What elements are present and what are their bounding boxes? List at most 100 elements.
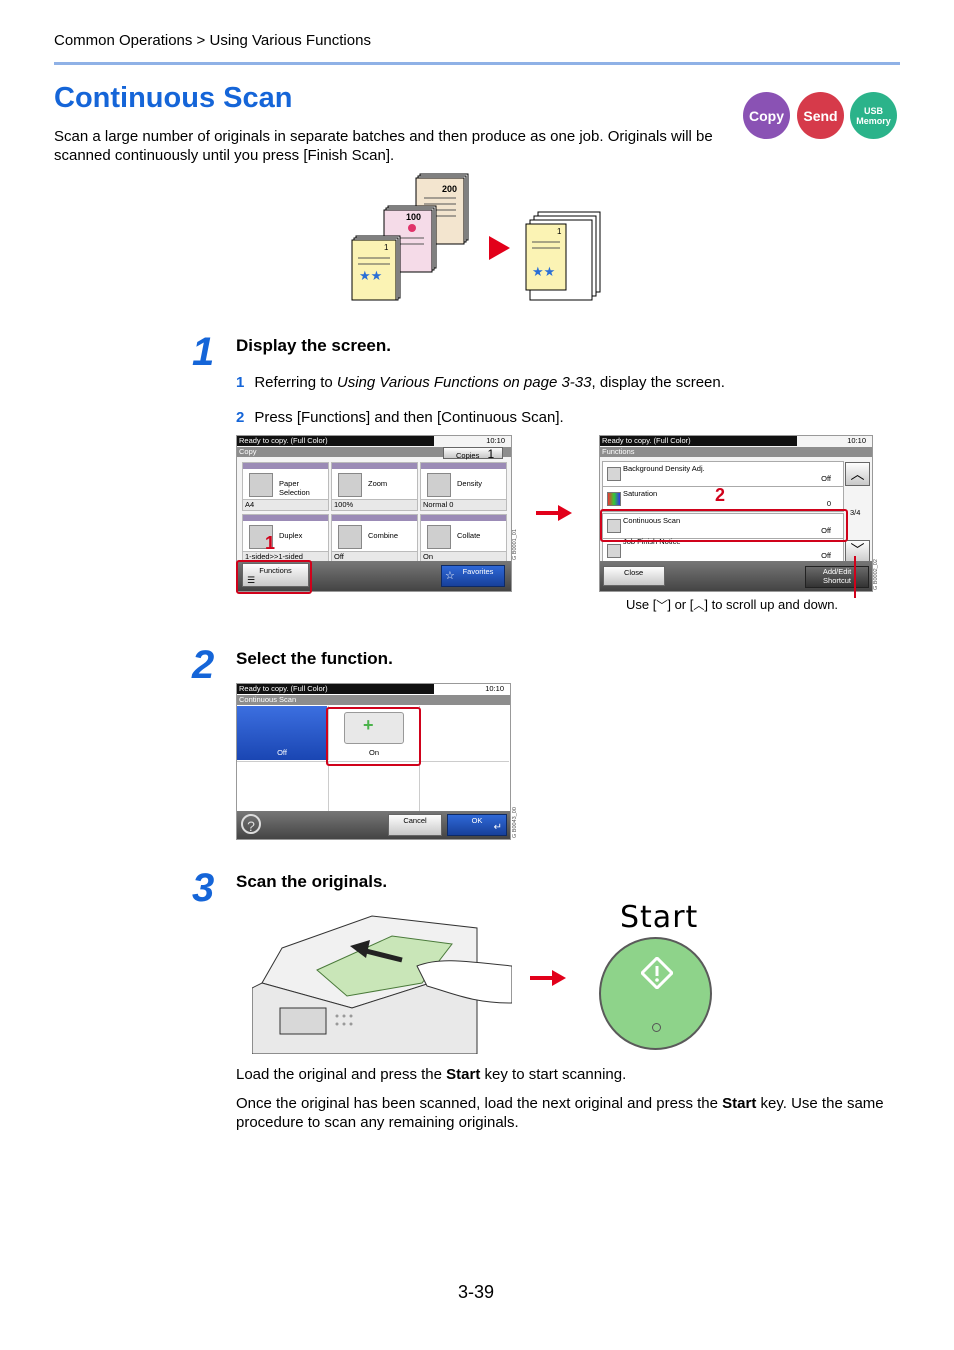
marker-2: 2 (715, 485, 726, 505)
functions-label: Functions (259, 566, 292, 575)
zoom-icon (338, 473, 362, 497)
density-icon (427, 473, 451, 497)
list-icon: ☰ (247, 575, 256, 585)
help-icon[interactable]: ? (241, 814, 261, 834)
on-highlight (326, 707, 421, 766)
marker-1: 1 (265, 533, 276, 553)
favorites-button[interactable]: ☆ Favorites (441, 565, 505, 587)
original-stack-1-icon: ★★ 1 (351, 235, 401, 301)
grid-divider (419, 761, 420, 811)
ok-button[interactable]: OK ↵ (447, 814, 507, 836)
chevron-down-icon: ﹀ (656, 600, 668, 612)
output-page-1-label: 1 (557, 227, 562, 236)
duplex-icon (249, 525, 273, 549)
off-label: Off (277, 748, 287, 757)
page-200-label: 200 (442, 184, 457, 194)
right-arrow-icon (536, 505, 572, 521)
cancel-label: Cancel (403, 816, 427, 825)
page-number: 3-39 (458, 1282, 495, 1302)
page-1-label: 1 (384, 243, 389, 252)
functions-highlight (236, 560, 312, 594)
grid-divider (328, 761, 329, 811)
copy-panel-code: G B0001_01 (512, 529, 518, 560)
collate-label: Collate (457, 531, 481, 540)
duplex-value: 1-sided>>1-sided (243, 551, 328, 562)
status-bar: Ready to copy. (Full Color) (237, 436, 434, 446)
page-indicator: 3/4 (850, 508, 861, 517)
grid-divider (237, 761, 509, 762)
text1-bold: Start (446, 1066, 481, 1083)
screen-crumb: Continuous Scan (237, 695, 510, 705)
combine-value: Off (332, 551, 417, 562)
clock: 10:10 (486, 436, 505, 445)
continuous-scan-highlight (600, 509, 848, 542)
job-finish-notice-icon (607, 544, 621, 558)
zoom-button[interactable]: Zoom 100% (331, 462, 418, 511)
row-label: Continuous Scan (623, 516, 681, 525)
sub-2-text: Press [Functions] and then [Continuous S… (254, 409, 564, 426)
start-key-label: Start (620, 900, 699, 935)
step-2-heading: Select the function. (236, 649, 393, 668)
chevron-down-icon: ﹀ (850, 542, 865, 558)
row-value: Off (821, 474, 831, 483)
sub-1-reference-link[interactable]: Using Various Functions on page 3-33 (336, 374, 592, 391)
functions-button[interactable]: ☰ Functions (242, 563, 309, 587)
chevron-up-icon: ︿ (850, 466, 865, 482)
background-density-icon (607, 467, 621, 481)
scroll-down-button[interactable]: ﹀ (845, 540, 870, 564)
paper-icon (249, 473, 273, 497)
screen-crumb: Functions (600, 447, 872, 457)
zoom-value: 100% (332, 499, 417, 510)
off-option[interactable]: Off (237, 706, 327, 760)
background-density-row[interactable]: Background Density Adj. Off (602, 461, 844, 487)
flow-arrow-icon (489, 236, 510, 260)
sub-1-text-pre: Referring to (254, 374, 337, 391)
enter-icon: ↵ (493, 822, 502, 833)
density-button[interactable]: Density Normal 0 (420, 462, 507, 511)
scroll-pointer-line (854, 556, 856, 598)
shortcut-line1: Add/Edit (822, 567, 852, 576)
shortcut-line2: Shortcut (823, 576, 851, 585)
duplex-button[interactable]: Duplex 1-sided>>1-sided (242, 514, 329, 563)
cancel-button[interactable]: Cancel (388, 814, 442, 836)
continuous-scan-row[interactable]: Continuous Scan Off (602, 513, 844, 539)
copies-label: Copies (456, 451, 480, 460)
sub-1-number: 1 (236, 374, 245, 391)
screen-crumb: Copy (237, 447, 511, 457)
row-label: Saturation (623, 489, 658, 498)
page-100-label: 100 (406, 212, 421, 222)
text2-post: key. Use the same procedure to scan any … (236, 1095, 884, 1131)
on-option[interactable]: + On (328, 706, 419, 760)
continuous-scan-panel: Ready to copy. (Full Color) 10:10 Contin… (236, 683, 511, 840)
combine-button[interactable]: Combine Off (331, 514, 418, 563)
continuous-scan-icon (607, 519, 621, 533)
step-3-text-2: Once the original has been scanned, load… (236, 1094, 896, 1132)
collate-button[interactable]: Collate On (420, 514, 507, 563)
send-badge: Send (797, 92, 844, 139)
scroll-caption-mid: ] or [ (667, 597, 694, 612)
svg-text:★★: ★★ (532, 264, 555, 279)
output-stack-icon: ★★ 1 (525, 211, 601, 301)
intro-text: Scan a large number of originals in sepa… (54, 128, 713, 164)
add-edit-shortcut-button[interactable]: Add/Edit Shortcut (805, 566, 869, 588)
row-value: Off (821, 526, 831, 535)
saturation-icon (607, 492, 621, 506)
scroll-up-button[interactable]: ︿ (845, 462, 870, 486)
close-button[interactable]: Close (603, 566, 665, 586)
send-badge-label: Send (803, 107, 838, 124)
clock: 10:10 (847, 436, 866, 445)
step-1-number: 1 (192, 330, 215, 374)
paper-selection-button[interactable]: Paper Selection A4 (242, 462, 329, 511)
document-feeder-illustration (252, 915, 512, 1054)
saturation-row[interactable]: Saturation 0 (602, 486, 844, 512)
breadcrumb: Common Operations > Using Various Functi… (54, 32, 371, 49)
star-icon: ☆ (445, 570, 455, 582)
scroll-caption-post: ] to scroll up and down. (704, 597, 839, 612)
functions-screen-panel: Ready to copy. (Full Color) 10:10 Functi… (599, 435, 873, 592)
copies-field[interactable]: Copies 1 (443, 447, 503, 460)
start-key[interactable] (599, 937, 712, 1050)
func-panel-code: G B0002_02 (873, 559, 879, 590)
text1-post: key to start scanning. (480, 1066, 627, 1083)
step-2-number: 2 (192, 643, 215, 687)
step-3-text-1: Load the original and press the Start ke… (236, 1065, 896, 1084)
